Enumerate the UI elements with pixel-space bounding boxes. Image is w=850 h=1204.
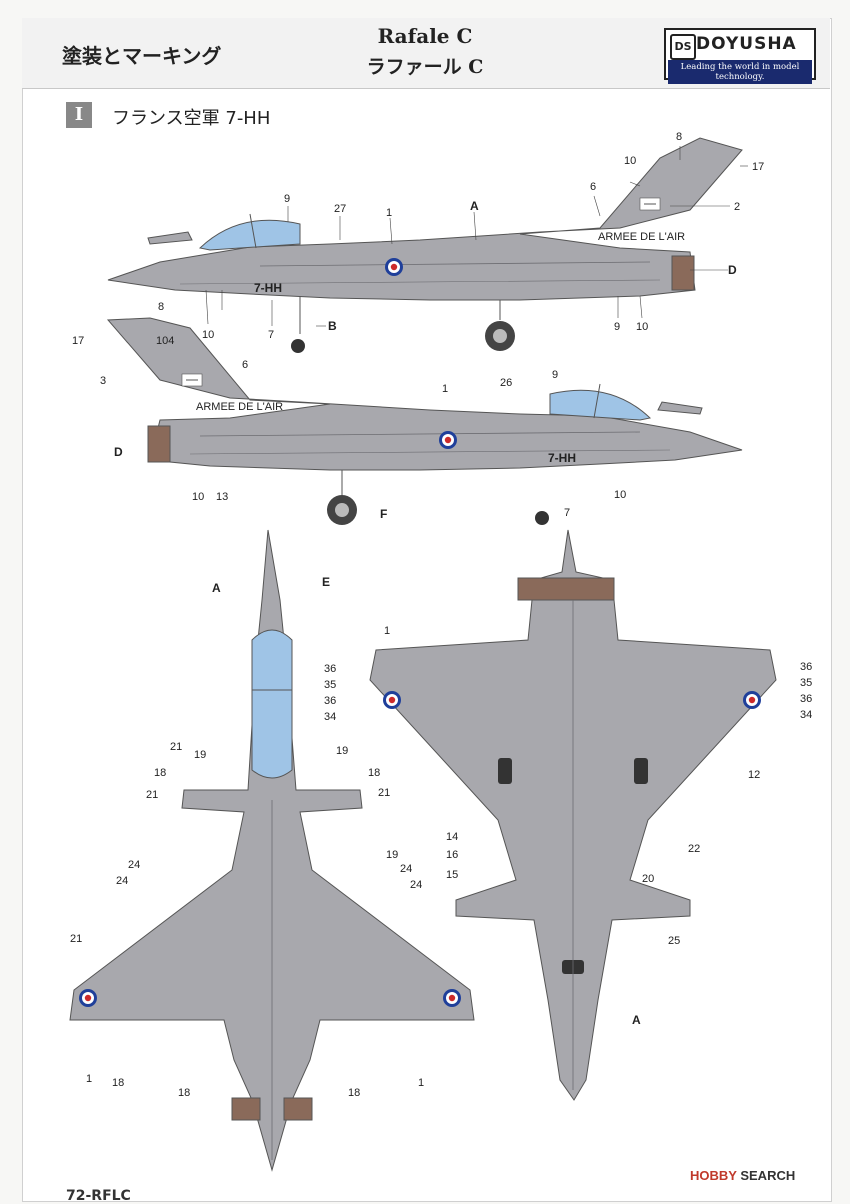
tail-number: 104 [156,335,174,347]
callout-label: 10 [202,329,214,341]
wing-roundel [443,989,461,1007]
fin-flash-icon [639,197,661,211]
callout-label: 6 [242,359,248,371]
callout-label: 17 [752,161,764,173]
bottom-view: 1 36 35 36 34 36 35 36 34 12 14 16 15 22… [324,529,812,1101]
side-code: 7-HH [254,281,282,295]
callout-label: 18 [348,1087,360,1099]
callout-label: 1 [386,207,392,219]
callout-label: 17 [72,335,84,347]
callout-label: 10 [636,321,648,333]
callout-label: 8 [676,131,682,143]
callout-label: 21 [378,787,390,799]
callout-label: 21 [170,741,182,753]
callout-label: 35 [800,677,812,689]
callout-label: D [114,445,123,459]
callout-label: A [212,581,221,595]
left-profile-view: ARMEE DE L'AIR 7-HH 8 10 17 6 2 9 27 1 A… [107,131,764,353]
callout-label: 24 [128,859,140,871]
fuselage-roundel [385,258,403,276]
callout-label: 18 [178,1087,190,1099]
callout-label: 1 [384,625,390,637]
callout-label: 18 [154,767,166,779]
right-profile-view: ARMEE DE L'AIR 7-HH 104 8 17 3 6 1 26 9 … [72,301,743,525]
wing-roundel [743,691,761,709]
callout-label: 27 [334,203,346,215]
callout-label: 7 [268,329,274,341]
callout-label: 16 [446,849,458,861]
callout-label: 9 [552,369,558,381]
callout-label: 36 [324,695,336,707]
callout-label: 1 [442,383,448,395]
callout-label: 34 [800,709,812,721]
right-profile-callouts: 8 17 3 6 1 26 9 D 10 13 F 7 10 [72,301,626,521]
callout-label: D [728,263,737,277]
top-view: A E 21 19 18 21 19 18 21 24 24 19 24 24 … [69,529,475,1172]
top-view-callouts: A E 21 19 18 21 19 18 21 24 24 19 24 24 … [70,575,424,1099]
watermark: HOBBY SEARCH [690,1168,796,1183]
callout-label: 1 [418,1077,424,1089]
model-title-en: Rafale C [377,24,473,48]
scheme-label: フランス空軍 7-HH [112,108,271,129]
callout-label: B [328,319,337,333]
callout-label: 36 [800,661,812,673]
model-title-jp: ラファール C [366,56,484,78]
brand-logo: DS DOYUSHA Leading the world in model te… [664,28,816,84]
bottom-view-callouts: 1 36 35 36 34 36 35 36 34 12 14 16 15 22… [324,625,812,1027]
scheme-badge: I [66,102,92,128]
callout-label: 19 [194,749,206,761]
callout-label: 36 [324,663,336,675]
tail-text: ARMEE DE L'AIR [598,231,685,243]
callout-label: 24 [400,863,412,875]
callout-label: 12 [748,769,760,781]
callout-label: 2 [734,201,740,213]
brand-tagline: Leading the world in model technology. [668,60,812,84]
callout-label: 8 [158,301,164,313]
page-title: 塗装とマーキング [62,44,222,68]
callout-label: A [632,1013,641,1027]
callout-label: 19 [386,849,398,861]
brand-name: DOYUSHA [696,34,797,54]
callout-label: 10 [192,491,204,503]
fin-flash-icon [181,373,203,387]
wing-roundel [383,691,401,709]
brand-mark-icon: DS [670,34,696,60]
callout-label: 21 [70,933,82,945]
callout-label: 18 [368,767,380,779]
wing-roundel [79,989,97,1007]
callout-label: 3 [100,375,106,387]
callout-label: 24 [410,879,422,891]
callout-label: 34 [324,711,336,723]
callout-label: 35 [324,679,336,691]
side-code: 7-HH [548,451,576,465]
callout-label: 7 [564,507,570,519]
callout-label: 20 [642,873,654,885]
tail-text: ARMEE DE L'AIR [196,401,283,413]
callout-label: 18 [112,1077,124,1089]
callout-label: 14 [446,831,458,843]
callout-label: 10 [614,489,626,501]
callout-label: E [322,575,330,589]
left-profile-callouts: 8 10 17 6 2 9 27 1 A D 10 7 B 9 10 [202,131,764,341]
callout-label: 19 [336,745,348,757]
callout-label: 1 [86,1073,92,1085]
callout-label: 9 [284,193,290,205]
callout-label: F [380,507,387,521]
fuselage-roundel [439,431,457,449]
callout-label: 15 [446,869,458,881]
callout-label: 26 [500,377,512,389]
callout-label: 10 [624,155,636,167]
callout-label: 13 [216,491,228,503]
callout-label: 24 [116,875,128,887]
callout-label: A [470,199,479,213]
callout-label: 6 [590,181,596,193]
footer-code: 72-RFLC [66,1188,131,1204]
callout-label: 22 [688,843,700,855]
callout-label: 21 [146,789,158,801]
callout-label: 25 [668,935,680,947]
callout-label: 36 [800,693,812,705]
callout-label: 9 [614,321,620,333]
